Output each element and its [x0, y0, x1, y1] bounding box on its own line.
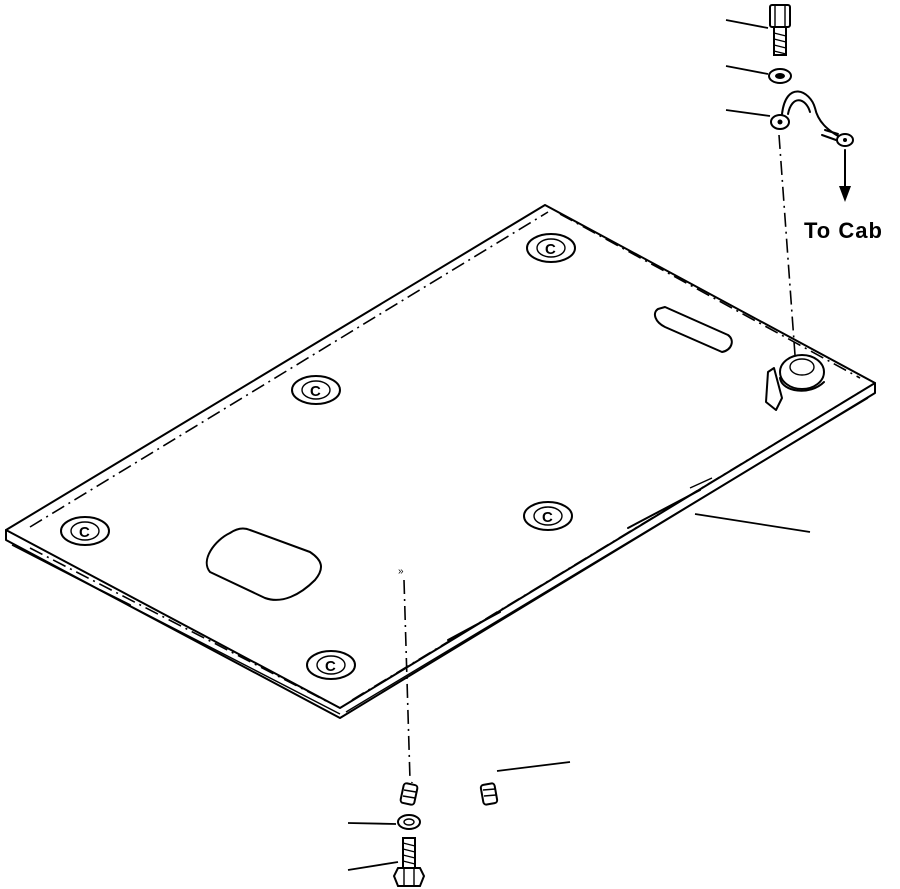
callout-leader-washer — [725, 65, 769, 75]
lower-washer — [397, 814, 421, 830]
to-cab-label: To Cab — [804, 218, 883, 243]
lower-ground-cable — [399, 744, 499, 806]
mount-marker-label: C — [542, 509, 553, 526]
upper-washer — [768, 68, 792, 84]
callout-leader-strap — [725, 109, 771, 117]
bracket-boss — [779, 354, 825, 390]
callout-leader-plate — [694, 513, 811, 533]
plate-lower-edge-right — [345, 397, 869, 713]
to-cab-arrow — [839, 149, 851, 202]
mount-markers: C C C C C — [60, 233, 576, 680]
plate-lower-edge-left — [11, 544, 341, 715]
plate-thickness-edge — [5, 382, 876, 719]
callout-leader-lower-bolt — [347, 861, 399, 871]
callout-leader-lower-washer — [347, 822, 397, 825]
bracket-tab — [765, 367, 783, 411]
mount-marker: C — [306, 650, 356, 680]
lower-bolt — [392, 837, 426, 887]
upper-ground-strap — [770, 90, 854, 147]
mount-marker: C — [526, 233, 576, 263]
upper-hardware — [725, 4, 854, 356]
lower-hardware: » — [347, 566, 571, 887]
assembly-line-lower — [403, 579, 411, 781]
mount-marker-label: C — [545, 241, 556, 258]
mount-marker: C — [291, 375, 341, 405]
plate-hidden-edge-bottom — [29, 547, 331, 704]
mount-marker-label: C — [325, 658, 336, 675]
plate-front-rib — [627, 489, 701, 529]
plate-hidden-edge-left — [29, 211, 549, 528]
plate-hidden-edge-right — [351, 391, 861, 701]
slot-opening — [653, 306, 733, 353]
plate-top-surface — [5, 204, 876, 709]
ground-bracket — [765, 354, 825, 411]
mount-marker: C — [60, 516, 110, 546]
plate-step-mark — [689, 477, 713, 489]
plate-hidden-edge-top — [559, 213, 861, 379]
floor-plate — [5, 204, 876, 719]
mount-marker-label: C — [79, 524, 90, 541]
plate-front-rib-2 — [447, 611, 501, 641]
bracket-hole — [789, 358, 815, 376]
plate-openings — [205, 306, 733, 601]
callout-leader-cable — [496, 761, 571, 772]
plate-left-rib — [99, 589, 131, 606]
bracket-boss-rim — [779, 377, 825, 392]
mount-marker-label: C — [310, 383, 321, 400]
upper-bolt — [769, 4, 791, 56]
strap-wire — [781, 90, 839, 137]
assembly-line-upper — [778, 134, 796, 356]
large-opening — [205, 527, 322, 601]
mount-marker: C — [523, 501, 573, 531]
center-mark: » — [398, 566, 404, 577]
callout-leader-bolt — [725, 19, 769, 29]
